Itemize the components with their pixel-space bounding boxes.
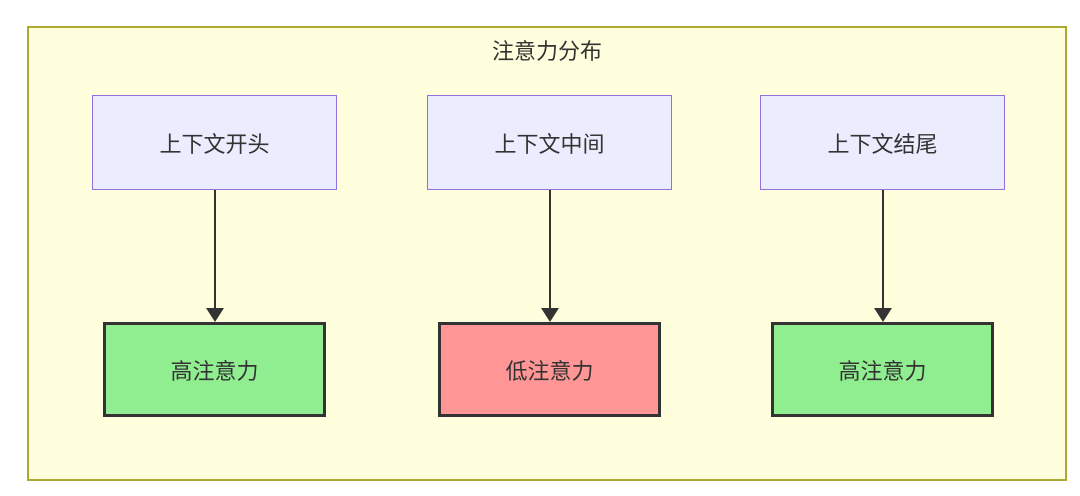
arrow-shaft: [548, 190, 551, 308]
node-context-end: 上下文结尾: [760, 95, 1005, 190]
arrowhead-icon: [873, 308, 892, 322]
arrow-shaft: [881, 190, 884, 308]
node-label: 上下文中间: [494, 131, 605, 157]
node-high-attention-1: 高注意力: [103, 322, 326, 417]
node-context-start: 上下文开头: [92, 95, 337, 190]
node-label: 低注意力: [505, 358, 594, 384]
node-low-attention: 低注意力: [438, 322, 661, 417]
node-context-middle: 上下文中间: [427, 95, 672, 190]
node-high-attention-2: 高注意力: [771, 322, 994, 417]
arrow-down-icon: [760, 190, 1005, 322]
arrow-shaft: [213, 190, 216, 308]
attention-distribution-container: 注意力分布 上下文开头 高注意力 上下文中间 低注意力: [27, 26, 1067, 481]
arrow-down-icon: [92, 190, 337, 322]
arrow-down-icon: [427, 190, 672, 322]
column-context-end: 上下文结尾 高注意力: [760, 95, 1005, 417]
column-context-middle: 上下文中间 低注意力: [427, 95, 672, 417]
node-label: 高注意力: [170, 358, 259, 384]
node-label: 上下文结尾: [827, 131, 938, 157]
column-context-start: 上下文开头 高注意力: [92, 95, 337, 417]
arrowhead-icon: [540, 308, 559, 322]
node-label: 高注意力: [838, 358, 927, 384]
node-label: 上下文开头: [159, 131, 270, 157]
arrowhead-icon: [205, 308, 224, 322]
diagram-title: 注意力分布: [491, 39, 602, 64]
